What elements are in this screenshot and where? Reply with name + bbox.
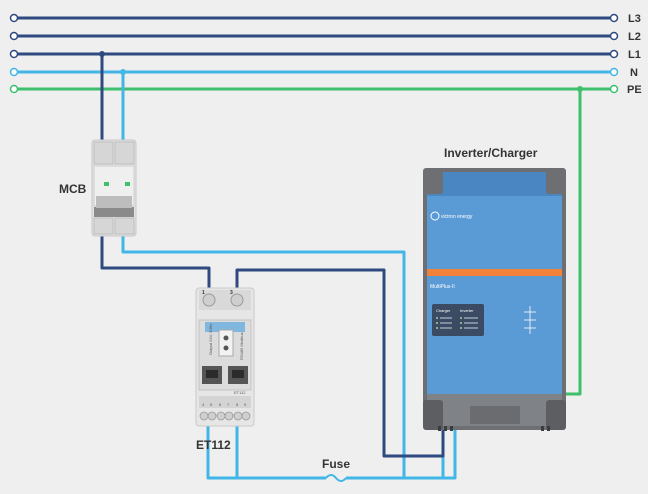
- meter-side-text: Output 24V, 50Hz: [208, 324, 213, 355]
- fuse-symbol: Fuse: [322, 457, 350, 482]
- bus-label-n: N: [630, 67, 638, 79]
- panel-inverter-title: Inverter: [460, 308, 474, 313]
- meter-label: ET112: [196, 438, 231, 452]
- et112-meter: 1 3 Output 24V, 50Hz RS485 Modbus ET112 …: [195, 287, 255, 452]
- meter-terminal-3: 3: [230, 290, 233, 296]
- bus-label-l1: L1: [628, 49, 641, 61]
- mcb-breaker: MCB: [59, 139, 137, 237]
- panel-charger-title: Charger: [436, 308, 451, 313]
- wire-pe-to-inverter: [565, 89, 582, 396]
- bus-terminal: [9, 84, 19, 94]
- inverter-brand: victron energy: [441, 214, 473, 220]
- meter-terminal-5: 5: [210, 402, 213, 407]
- meter-terminal-4: 4: [202, 402, 205, 407]
- wire-mcb-n-to-inverter: [121, 236, 445, 480]
- wires: [100, 54, 582, 480]
- bus-terminal: [609, 31, 619, 41]
- mcb-label: MCB: [59, 182, 87, 196]
- meter-terminal-1: 1: [202, 290, 205, 296]
- bus-terminal: [9, 31, 19, 41]
- meter-terminal-6: 6: [219, 402, 222, 407]
- wire-meter-n-via-fuse: [235, 425, 326, 480]
- bus-label-l2: L2: [628, 31, 641, 43]
- wire-meter-bottom-left: [206, 425, 240, 480]
- wire-fuse-to-inverter: [346, 430, 457, 480]
- bus-label-l3: L3: [628, 13, 641, 25]
- meter-side-text-2: RS485 Modbus: [239, 332, 244, 360]
- bus-terminal: [609, 49, 619, 59]
- meter-tag: ET112: [234, 390, 246, 395]
- bus-lines: L3 L2 L1 N PE: [9, 13, 642, 96]
- bus-terminal: [9, 49, 19, 59]
- bus-terminal: [9, 13, 19, 23]
- inverter-model: MultiPlus-II: [430, 284, 455, 290]
- bus-terminal: [609, 84, 619, 94]
- meter-terminal-7: 7: [227, 402, 230, 407]
- meter-terminal-9: 9: [244, 402, 247, 407]
- bus-terminal: [609, 67, 619, 77]
- bus-label-pe: PE: [627, 84, 642, 96]
- bus-terminal: [609, 13, 619, 23]
- fuse-label: Fuse: [322, 457, 350, 471]
- wire-mcb-l-to-meter: [100, 236, 211, 288]
- switch-icon: [524, 306, 536, 334]
- wire-meter-out-to-inverter: [235, 268, 445, 458]
- bus-terminal: [9, 67, 19, 77]
- inverter-charger: Inverter/Charger victron energy MultiPlu…: [423, 146, 566, 431]
- inverter-title: Inverter/Charger: [444, 146, 538, 160]
- meter-terminal-8: 8: [236, 402, 239, 407]
